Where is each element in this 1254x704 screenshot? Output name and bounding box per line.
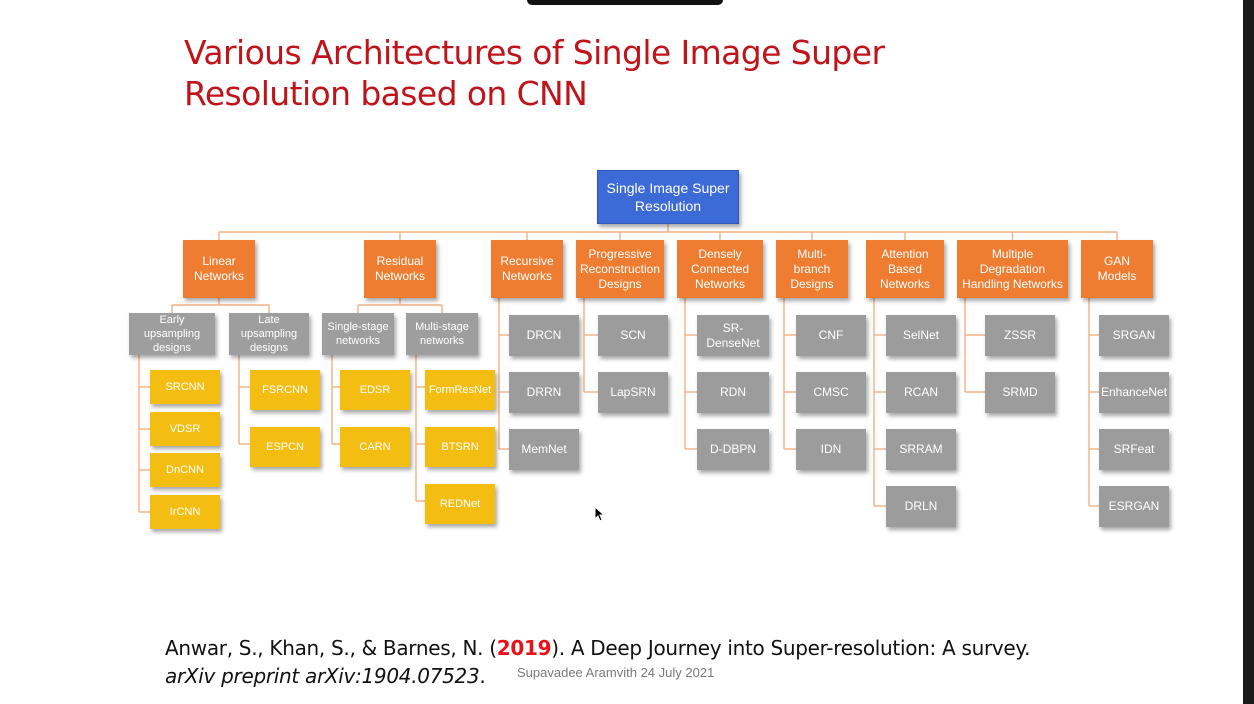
category-gan: GAN Models bbox=[1081, 240, 1153, 298]
category-linear: Linear Networks bbox=[183, 240, 255, 298]
item-drln: DRLN bbox=[886, 486, 956, 527]
citation-journal: arXiv preprint arXiv:1904.07523 bbox=[165, 664, 480, 688]
citation-year: 2019 bbox=[496, 636, 552, 660]
item-btsrn: BTSRN bbox=[425, 427, 495, 467]
item-idn: IDN bbox=[796, 429, 866, 470]
title-line-2: Resolution based on CNN bbox=[184, 74, 588, 113]
item-enhancenet: EnhanceNet bbox=[1099, 372, 1169, 413]
item-sr-densenet: SR-DenseNet bbox=[697, 315, 769, 356]
citation-end: . bbox=[479, 664, 486, 688]
item-rcan: RCAN bbox=[886, 372, 956, 413]
item-esrgan: ESRGAN bbox=[1099, 486, 1169, 527]
item-srcnn: SRCNN bbox=[150, 370, 220, 404]
title-line-1: Various Architectures of Single Image Su… bbox=[184, 33, 885, 72]
item-ircnn: IrCNN bbox=[150, 495, 220, 529]
citation-title: ). A Deep Journey into Super-resolution:… bbox=[551, 636, 1031, 660]
subgroup-multi: Multi-stage networks bbox=[406, 313, 478, 355]
item-d-dbpn: D-DBPN bbox=[697, 429, 769, 470]
item-lapsrn: LapSRN bbox=[598, 372, 668, 413]
item-srram: SRRAM bbox=[886, 429, 956, 470]
item-carn: CARN bbox=[340, 427, 410, 467]
item-srfeat: SRFeat bbox=[1099, 429, 1169, 470]
item-zssr: ZSSR bbox=[985, 315, 1055, 356]
mouse-cursor-icon bbox=[594, 505, 606, 527]
item-drrn: DRRN bbox=[509, 372, 579, 413]
item-cmsc: CMSC bbox=[796, 372, 866, 413]
item-vdsr: VDSR bbox=[150, 412, 220, 446]
category-residual: Residual Networks bbox=[364, 240, 436, 298]
item-espcn: ESPCN bbox=[250, 427, 320, 467]
slide-title: Various Architectures of Single Image Su… bbox=[184, 32, 944, 114]
category-dense: Densely Connected Networks bbox=[677, 240, 763, 298]
category-degradation: Multiple Degradation Handling Networks bbox=[957, 240, 1068, 298]
item-selnet: SelNet bbox=[886, 315, 956, 356]
slide-footer: Supavadee Aramvith 24 July 2021 bbox=[517, 665, 715, 680]
citation-authors: Anwar, S., Khan, S., & Barnes, N. ( bbox=[165, 636, 497, 660]
item-dncnn: DnCNN bbox=[150, 453, 220, 487]
item-srmd: SRMD bbox=[985, 372, 1055, 413]
window-frame-edge bbox=[1243, 0, 1254, 704]
camera-notch bbox=[527, 0, 723, 5]
subgroup-early: Early upsampling designs bbox=[129, 313, 215, 355]
item-scn: SCN bbox=[598, 315, 668, 356]
item-fsrcnn: FSRCNN bbox=[250, 370, 320, 410]
item-srgan: SRGAN bbox=[1099, 315, 1169, 356]
item-formresnet: FormResNet bbox=[425, 370, 495, 410]
category-recursive: Recursive Networks bbox=[491, 240, 563, 298]
citation: Anwar, S., Khan, S., & Barnes, N. (2019)… bbox=[165, 634, 1065, 690]
category-attention: Attention Based Networks bbox=[866, 240, 944, 298]
item-rdn: RDN bbox=[697, 372, 769, 413]
item-drcn: DRCN bbox=[509, 315, 579, 356]
item-memnet: MemNet bbox=[509, 429, 579, 470]
root-node-sisr: Single Image Super Resolution bbox=[597, 170, 739, 224]
subgroup-single: Single-stage networks bbox=[322, 313, 394, 355]
category-progressive: Progressive Reconstruction Designs bbox=[576, 240, 664, 298]
item-edsr: EDSR bbox=[340, 370, 410, 410]
item-cnf: CNF bbox=[796, 315, 866, 356]
category-multibranch: Multi-branch Designs bbox=[776, 240, 848, 298]
subgroup-late: Late upsampling designs bbox=[229, 313, 309, 355]
item-rednet: REDNet bbox=[425, 484, 495, 524]
